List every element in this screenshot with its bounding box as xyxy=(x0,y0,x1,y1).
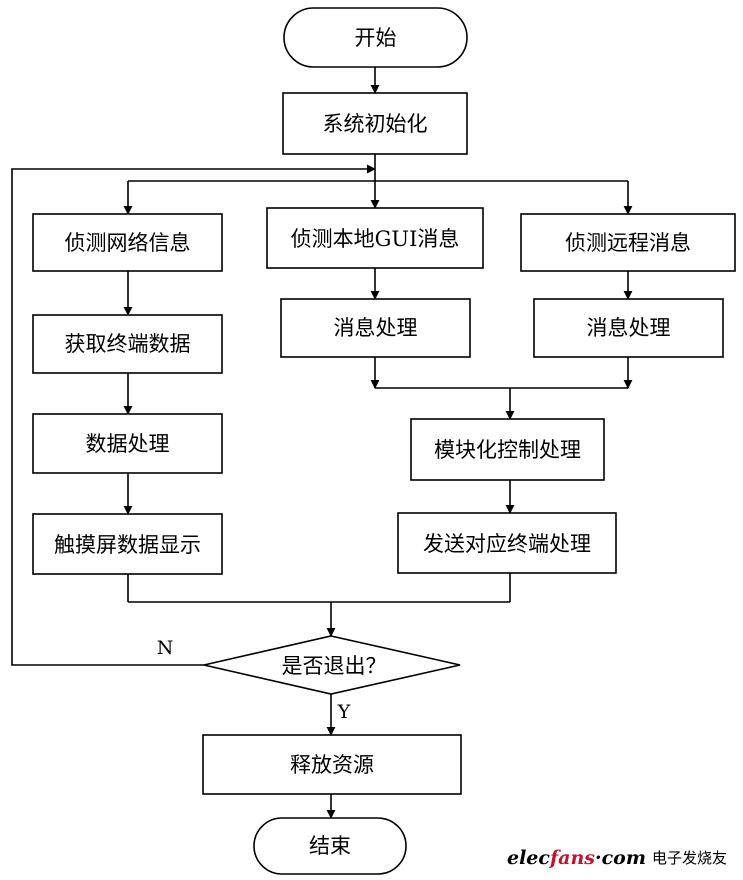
svg-text:elecfans·com: elecfans·com xyxy=(507,847,646,869)
get-data-box: 获取终端数据 xyxy=(32,314,223,374)
msg-proc-remote-box: 消息处理 xyxy=(533,298,724,358)
exit-decision-label: 是否退出？ xyxy=(282,654,387,678)
detect-net-label: 侦测网络信息 xyxy=(65,231,191,255)
watermark-brand-mid: fans xyxy=(548,847,595,869)
release-box: 释放资源 xyxy=(202,734,462,795)
detect-remote-label: 侦测远程消息 xyxy=(565,231,691,255)
data-proc-box: 数据处理 xyxy=(32,413,223,474)
init-label: 系统初始化 xyxy=(323,112,428,136)
msg-proc-remote-label: 消息处理 xyxy=(587,316,671,340)
detect-gui-box: 侦测本地GUI消息 xyxy=(266,207,484,269)
watermark-brand-cn: 电子发烧友 xyxy=(652,849,727,867)
start-node: 开始 xyxy=(283,7,468,68)
start-label: 开始 xyxy=(355,26,397,50)
module-ctrl-box: 模块化控制处理 xyxy=(410,418,605,481)
touch-display-label: 触摸屏数据显示 xyxy=(54,533,201,557)
no-branch-label: N xyxy=(157,637,174,659)
watermark: elecfans·com 电子发烧友 xyxy=(507,847,727,869)
send-terminal-label: 发送对应终端处理 xyxy=(423,532,591,556)
detect-gui-label: 侦测本地GUI消息 xyxy=(291,227,460,251)
detect-remote-box: 侦测远程消息 xyxy=(520,213,736,272)
get-data-label: 获取终端数据 xyxy=(65,332,191,356)
release-label: 释放资源 xyxy=(290,753,374,777)
watermark-brand-suffix: ·com xyxy=(595,847,646,869)
data-proc-label: 数据处理 xyxy=(86,432,170,456)
edge-decision-loop xyxy=(11,164,376,666)
yes-branch-label: Y xyxy=(337,701,351,723)
end-node: 结束 xyxy=(253,817,407,875)
touch-display-box: 触摸屏数据显示 xyxy=(32,513,223,575)
module-ctrl-label: 模块化控制处理 xyxy=(434,438,581,462)
connectors xyxy=(11,67,633,819)
send-terminal-box: 发送对应终端处理 xyxy=(397,512,617,574)
exit-decision: 是否退出？ xyxy=(203,635,461,695)
msg-proc-local-label: 消息处理 xyxy=(334,316,418,340)
detect-net-box: 侦测网络信息 xyxy=(32,213,223,272)
watermark-brand-prefix: elec xyxy=(507,847,550,869)
msg-proc-local-box: 消息处理 xyxy=(280,298,471,358)
end-label: 结束 xyxy=(309,834,351,858)
init-box: 系统初始化 xyxy=(282,92,468,155)
